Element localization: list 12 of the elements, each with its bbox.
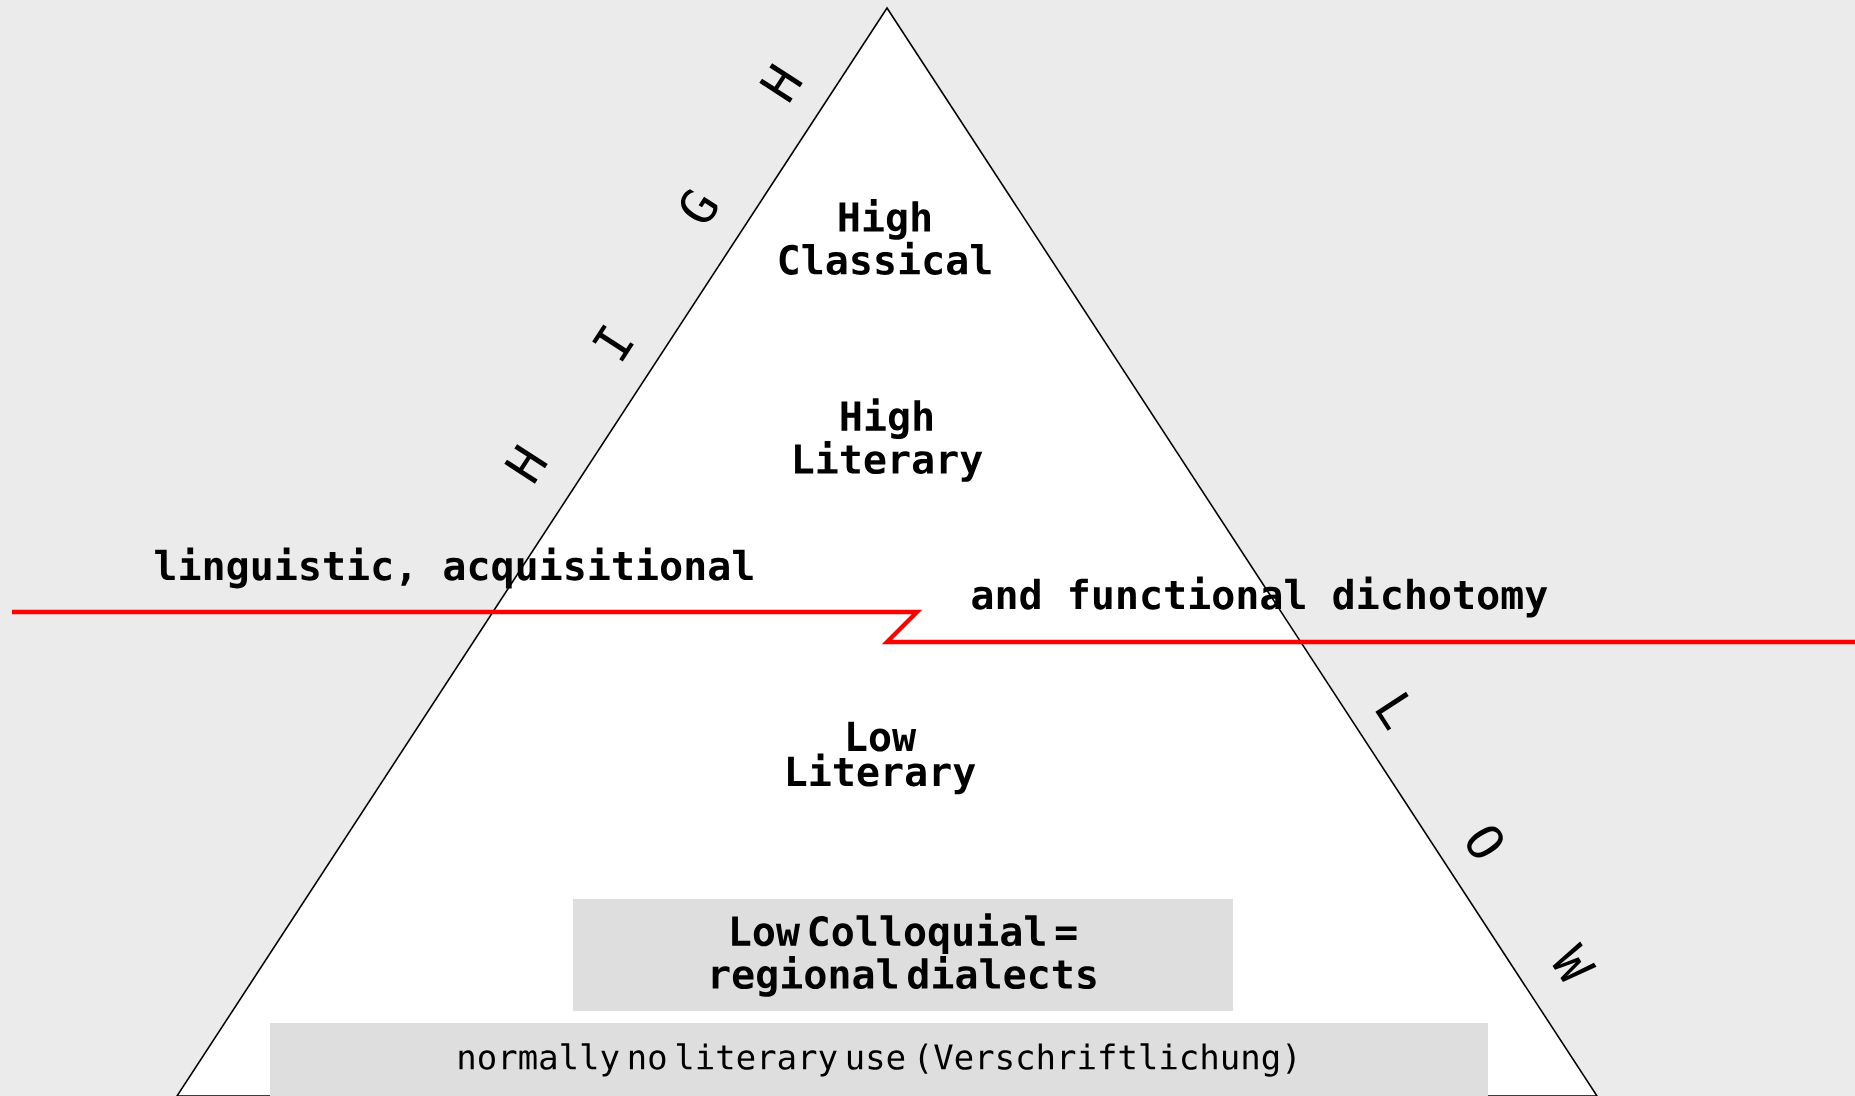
- level-label: High Literary: [795, 398, 983, 482]
- side-letter: O: [1467, 826, 1503, 858]
- side-letter: H: [759, 63, 803, 103]
- level-label: High Classical: [779, 199, 991, 275]
- side-letter: G: [680, 189, 718, 222]
- shaded-box: Low Colloquial = regional dialects: [573, 899, 1233, 1011]
- level-label: Low Literary: [788, 721, 976, 795]
- side-letter: L: [1375, 691, 1409, 731]
- side-letter: H: [504, 444, 548, 484]
- side-letter: I: [592, 324, 634, 362]
- shaded-box: normally no literary use (Verschriftlichung): [270, 1023, 1489, 1096]
- side-letter: W: [1552, 941, 1597, 982]
